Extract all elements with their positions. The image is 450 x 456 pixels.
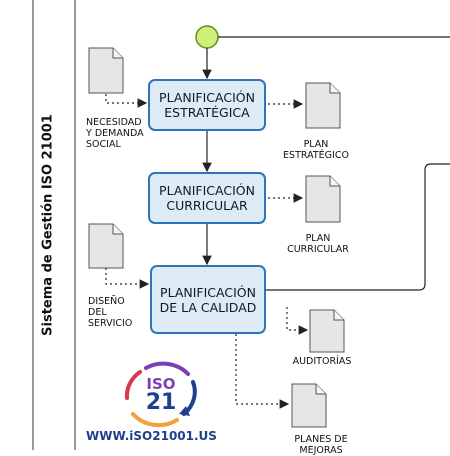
output-label-strategic-plan: PLAN ESTRATÉGICO bbox=[283, 139, 349, 161]
box-curricular-planning: PLANIFICACIÓN CURRICULAR bbox=[148, 172, 266, 224]
document-icon-improvements bbox=[291, 383, 327, 428]
start-node bbox=[195, 25, 219, 49]
box-strategic-planning: PLANIFICACIÓN ESTRATÉGICA bbox=[148, 79, 266, 131]
output-connector-improvements bbox=[235, 334, 290, 409]
document-icon-audits bbox=[309, 309, 345, 353]
input-label-design: DISEÑO DEL SERVICIO bbox=[88, 296, 133, 329]
input-connector-design bbox=[105, 268, 150, 289]
feedback-line bbox=[266, 163, 450, 291]
logo-number: 21 bbox=[145, 390, 177, 415]
input-label-demand: NECESIDAD Y DEMANDA SOCIAL bbox=[86, 117, 144, 150]
document-icon-strategic-plan bbox=[305, 82, 341, 129]
document-icon-design bbox=[88, 223, 124, 269]
output-label-improvement-plans: PLANES DE MEJORAS bbox=[294, 434, 348, 456]
input-connector-demand bbox=[105, 94, 148, 108]
output-label-curricular-plan: PLAN CURRICULAR bbox=[287, 233, 349, 255]
output-label-audits: AUDITORÍAS bbox=[292, 356, 352, 367]
logo-iso-word: ISO bbox=[146, 375, 176, 393]
iso21-logo-icon bbox=[124, 361, 197, 428]
document-icon-demand bbox=[88, 47, 124, 94]
side-title: Sistema de Gestión ISO 21001 bbox=[40, 114, 56, 336]
output-connector-audits bbox=[286, 307, 309, 335]
document-icon-curricular-plan bbox=[305, 175, 341, 223]
box-quality-planning: PLANIFICACIÓN DE LA CALIDAD bbox=[150, 265, 266, 334]
logo-url: WWW.iSO21001.US bbox=[86, 429, 217, 443]
